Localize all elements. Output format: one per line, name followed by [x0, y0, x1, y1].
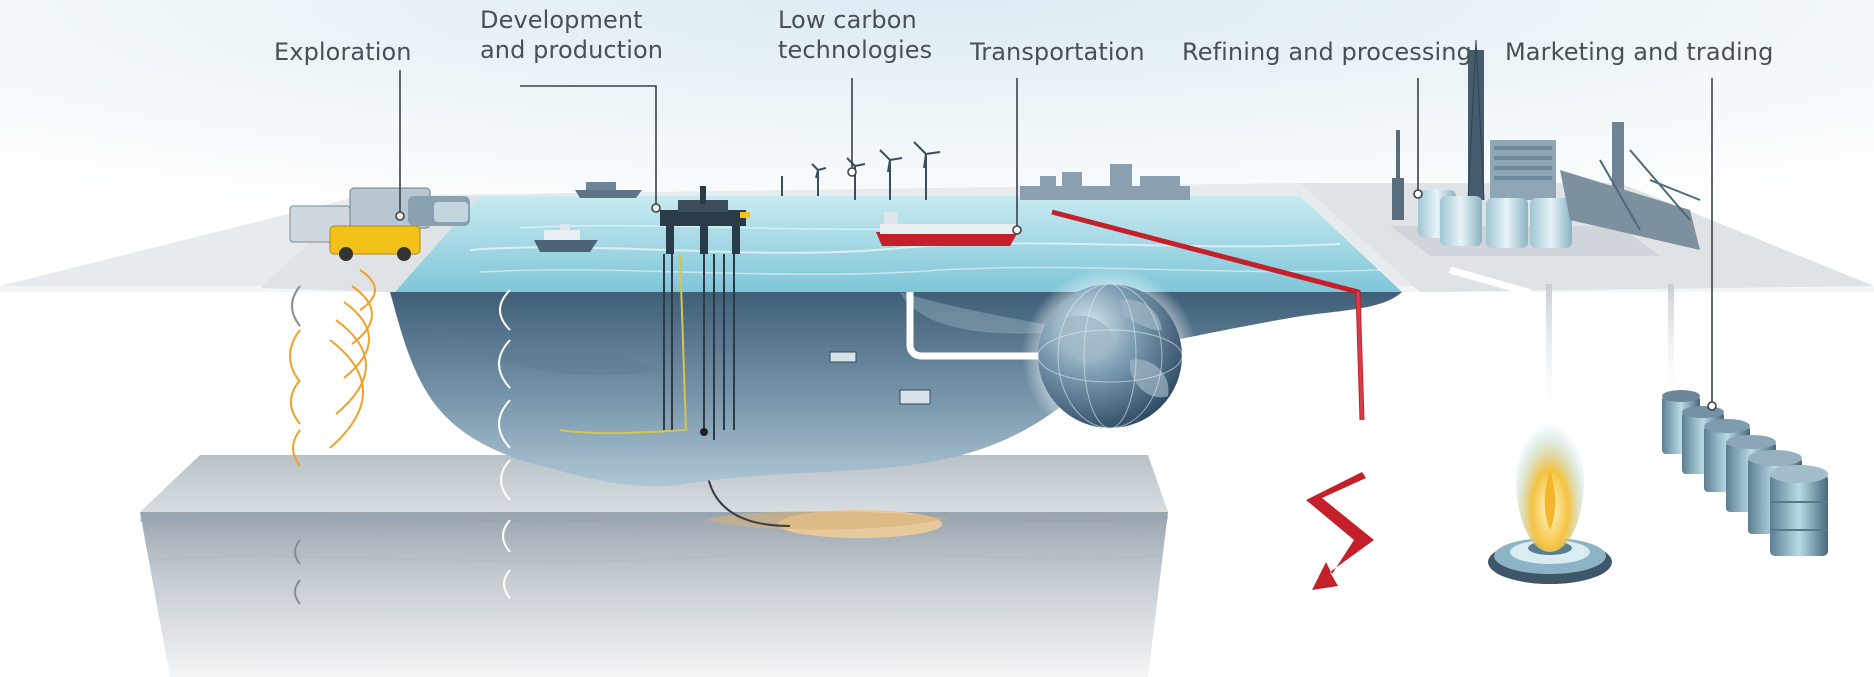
- label-development-line2: and production: [480, 36, 664, 64]
- subsurface-block: [139, 455, 1169, 677]
- oil-barrel-icon: [1662, 390, 1828, 556]
- platform-risers: [663, 254, 735, 440]
- label-exploration: Exploration: [274, 38, 412, 66]
- electricity-bolt-icon: [1306, 472, 1374, 590]
- leader-dots: [395, 167, 1717, 411]
- seismic-truck-icon: [289, 187, 470, 261]
- refinery-icon: [1390, 39, 1701, 256]
- label-refining: Refining and processing: [1182, 38, 1472, 66]
- oil-platform-icon: [660, 186, 750, 254]
- seismic-waves: [289, 269, 376, 605]
- gas-flame-burner-icon: [1488, 408, 1612, 584]
- label-development: Development and production: [480, 5, 663, 65]
- label-low-carbon: Low carbon technologies: [778, 5, 932, 65]
- label-transportation: Transportation: [970, 38, 1145, 66]
- survey-waves: [498, 289, 511, 599]
- label-low-carbon-line1: Low carbon: [778, 6, 917, 34]
- label-development-line1: Development: [480, 6, 643, 34]
- subsea-equipment: [829, 351, 931, 405]
- sea-basin: [390, 292, 1402, 487]
- distant-terminal: [1020, 164, 1190, 200]
- label-marketing: Marketing and trading: [1505, 38, 1774, 66]
- wind-turbine-icon: [781, 141, 941, 200]
- survey-vessel-icon: [534, 224, 598, 252]
- globe-icon: [1022, 268, 1198, 444]
- leader-lines: [399, 70, 1713, 404]
- label-low-carbon-line2: technologies: [778, 36, 933, 64]
- tanker-ship-icon: [876, 212, 1018, 246]
